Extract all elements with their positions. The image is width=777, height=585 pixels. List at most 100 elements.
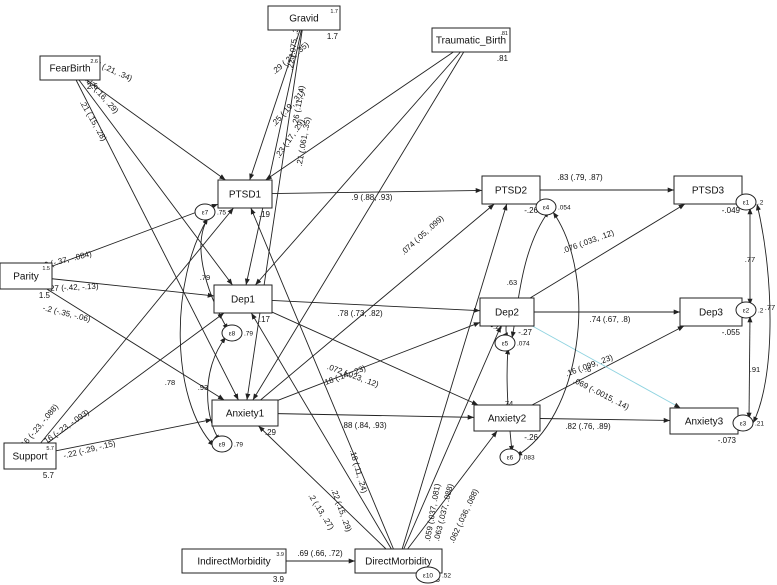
path-arrow (254, 51, 461, 286)
error-variance: .054 (558, 205, 571, 212)
covariance-arc: .6 (515, 211, 591, 457)
path-dep2-to-anxiety3: .069 (-.0015, .14) (532, 325, 681, 412)
error-label: ε5 (502, 341, 509, 348)
node-under-value: -.26 (524, 206, 538, 215)
path-arrow (529, 203, 686, 299)
node-label: Parity (13, 272, 39, 283)
path-directmorbidity-to-dep2: .063 (.037, .088) (403, 325, 502, 550)
error-ellipse (494, 334, 516, 352)
path-arrow (277, 413, 475, 420)
path-coefficient-label: .69 (.66, .72) (297, 549, 343, 558)
error-label: ε7 (202, 210, 209, 217)
node-label: FearBirth (49, 64, 90, 75)
node-label: Anxiety1 (226, 409, 265, 420)
path-arrow (271, 188, 483, 195)
error-variance: .2 (758, 308, 764, 315)
node-under-value: .19 (259, 210, 271, 219)
node-label: Anxiety2 (488, 414, 527, 425)
node-label: PTSD3 (692, 186, 725, 197)
error-variance: .2 (758, 200, 764, 207)
covariance-label: .74 (503, 399, 513, 408)
node-under-value: 5.7 (43, 471, 55, 480)
path-traumatic_birth-to-dep1: .25 (.19, .31) (254, 51, 461, 286)
error-label: ε6 (507, 455, 514, 462)
node-box (431, 27, 511, 53)
node-under-value: -.049 (722, 206, 741, 215)
path-arrow (46, 288, 225, 401)
path-coefficient-label: .83 (.79, .87) (557, 173, 603, 182)
path-arrow (271, 311, 479, 406)
covariance-label: .77 (765, 303, 775, 312)
error-variance: .52 (442, 573, 451, 580)
covariance-curve (746, 315, 753, 420)
path-dep2-to-ptsd3: .076 (.033, .12) (529, 203, 686, 299)
path-arrow (86, 79, 226, 181)
node-under-value: .29 (265, 428, 277, 437)
node-label: Support (12, 452, 47, 463)
error-label: ε9 (219, 442, 226, 449)
node-label: Dep2 (495, 308, 519, 319)
path-coefficient-label: -.2 (-.35, -.06) (42, 303, 92, 324)
path-arrow (277, 321, 481, 401)
covariance-label: .77 (745, 255, 755, 264)
covariance-label: .78 (165, 378, 175, 387)
path-arrow (403, 325, 502, 550)
error-variance: .79 (234, 442, 243, 449)
path-arrow (401, 203, 508, 550)
node-box (669, 407, 739, 435)
covariance-curve (207, 336, 227, 442)
node-label: Dep3 (699, 308, 723, 319)
node-ptsd3: PTSD3 -.049 (673, 175, 743, 215)
node-box (679, 297, 743, 327)
path-coefficient-label: .21 (.15, .28) (78, 99, 109, 143)
error-ellipse (499, 448, 521, 466)
node-box (3, 442, 57, 470)
error-e4: ε4.054 (535, 198, 571, 216)
path-coefficient-label: .18 (.11, .24) (348, 449, 369, 495)
path-arrow (40, 207, 234, 444)
error-variance: .083 (522, 455, 535, 462)
node-label: Anxiety3 (685, 417, 724, 428)
path-coefficient-label: .9 (.88, .93) (352, 193, 393, 202)
covariance-arc: .93 (198, 336, 227, 442)
node-under-value: 2.6 (87, 82, 99, 91)
covariance-arc: .74 (503, 347, 514, 453)
node-corner-value: 2.6 (90, 59, 98, 65)
error-ellipse (194, 203, 216, 221)
error-e6: ε6 .083 (499, 448, 535, 466)
node-label: Dep1 (231, 295, 255, 306)
path-arrow (265, 51, 454, 181)
covariance-arc: .91 (746, 315, 760, 420)
node-under-value: .81 (497, 54, 509, 63)
node-label: DirectMorbidity (365, 557, 432, 568)
path-arrow (245, 29, 303, 401)
path-arrow (250, 312, 392, 550)
node-corner-value: 1.7 (330, 9, 338, 15)
path-arrow (78, 79, 233, 286)
node-anxiety1: Anxiety1.29 (211, 399, 279, 437)
path-anxiety1-to-anxiety2: .88 (.84, .93) (277, 413, 475, 430)
path-arrow (252, 51, 465, 401)
path-coefficient-label: .74 (.67, .8) (590, 315, 631, 324)
error-e2: ε2.2 (735, 301, 764, 319)
path-coefficient-label: .069 (-.0015, .14) (572, 376, 631, 412)
node-box (473, 404, 541, 432)
path-dep2-to-dep3: .74 (.67, .8) (534, 309, 680, 324)
path-indirectmorbidity-to-directmorbidity: .69 (.66, .72) (286, 549, 355, 564)
node-under-value: .17 (259, 315, 271, 324)
error-ellipse (221, 324, 243, 342)
path-directmorbidity-to-ptsd2: .059 (.037, .081) (401, 203, 508, 550)
covariance-label: .79 (200, 273, 210, 282)
node-box (481, 175, 541, 205)
node-box (0, 262, 53, 290)
node-label: Traumatic_Birth (436, 36, 506, 47)
node-ptsd2: PTSD2-.26 (481, 175, 541, 215)
node-under-value: -.055 (722, 328, 741, 337)
path-arrow (55, 418, 213, 452)
node-corner-value: 3.9 (276, 552, 284, 558)
